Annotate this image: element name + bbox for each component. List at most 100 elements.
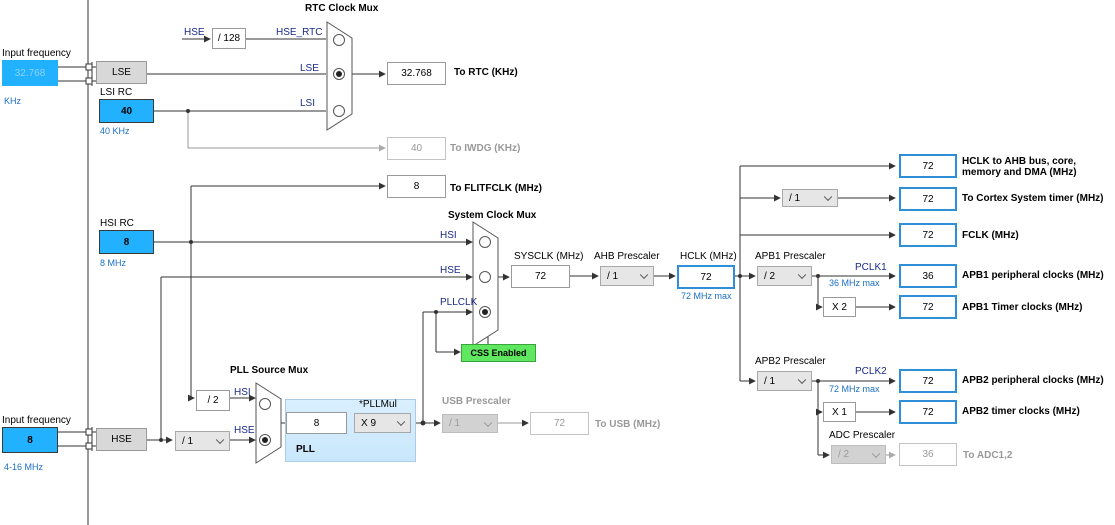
apb1-prescaler-label: APB1 Prescaler — [755, 251, 826, 262]
output-apb1-periph-value[interactable]: 36 — [899, 264, 957, 288]
rtc-mux-radio-hse[interactable] — [333, 34, 345, 46]
to-rtc-value: 32.768 — [387, 62, 446, 85]
cortex-timer-divider-select[interactable]: / 1 — [782, 189, 838, 207]
hsi-div2-box: / 2 — [196, 390, 230, 411]
chevron-down-icon — [797, 375, 807, 385]
sysclk-value: 72 — [511, 265, 570, 288]
apb1-prescaler-select[interactable]: / 2 — [757, 266, 812, 286]
rtc-lsi-label: LSI — [300, 98, 316, 109]
pll-mul-select[interactable]: X 9 — [354, 413, 411, 433]
rtc-mux-radio-lse[interactable] — [333, 68, 345, 80]
output-apb1-periph-label: APB1 peripheral clocks (MHz) — [962, 270, 1104, 281]
input-frequency-top-label: Input frequency — [2, 48, 71, 59]
pll-label: PLL — [296, 444, 315, 455]
output-hclk-value[interactable]: 72 — [899, 154, 957, 178]
chevron-down-icon — [797, 270, 807, 280]
hsi-value: 8 — [99, 230, 154, 254]
output-apb2-periph-value[interactable]: 72 — [899, 369, 957, 393]
chevron-down-icon — [215, 435, 225, 445]
output-apb1-timer-value[interactable]: 72 — [899, 295, 957, 319]
input-frequency-bottom-field[interactable]: 8 — [2, 427, 58, 453]
sysclk-label: SYSCLK (MHz) — [514, 251, 584, 262]
apb1-prescaler-value: / 2 — [764, 270, 776, 282]
pll-src-mux-title: PLL Source Mux — [230, 365, 309, 376]
sysclk-mux-hsi-label: HSI — [440, 230, 457, 241]
rtc-lse-label: LSE — [300, 63, 319, 74]
pll-mul-label: *PLLMul — [359, 399, 397, 410]
pclk2-label: PCLK2 — [855, 366, 887, 377]
hse-prediv-select[interactable]: / 1 — [175, 431, 230, 451]
rtc-hse-rtc-label: HSE_RTC — [276, 27, 323, 38]
cortex-timer-divider-value: / 1 — [789, 192, 801, 204]
usb-output-value: 72 — [530, 412, 589, 435]
chevron-down-icon — [483, 418, 493, 427]
rtc-mux-radio-lsi[interactable] — [333, 105, 345, 117]
pll-input-value: 8 — [286, 412, 347, 434]
pll-src-hse-label: HSE — [234, 425, 255, 436]
chevron-down-icon — [639, 270, 649, 280]
hse-div128-box: / 128 — [212, 28, 246, 49]
output-cortex-value[interactable]: 72 — [899, 187, 957, 211]
apb2-timer-multiplier: X 1 — [823, 402, 856, 422]
to-iwdg-label: To IWDG (KHz) — [450, 143, 521, 154]
to-rtc-label: To RTC (KHz) — [454, 67, 518, 78]
usb-prescaler-label: USB Prescaler — [442, 396, 511, 407]
to-flitf-value: 8 — [387, 175, 446, 198]
hse-source-button[interactable]: HSE — [96, 428, 147, 451]
output-apb2-timer-value[interactable]: 72 — [899, 400, 957, 424]
adc-output-label: To ADC1,2 — [963, 450, 1013, 461]
css-enabled-button[interactable]: CSS Enabled — [461, 344, 536, 362]
hsi-title: HSI RC — [100, 218, 134, 229]
apb1-timer-multiplier: X 2 — [823, 297, 856, 317]
apb2-prescaler-value: / 1 — [764, 375, 776, 387]
to-flitf-label: To FLITFCLK (MHz) — [450, 183, 543, 194]
lse-source-button[interactable]: LSE — [96, 61, 147, 84]
adc-output-value: 36 — [899, 443, 957, 466]
hse-prediv-value: / 1 — [182, 435, 194, 447]
output-hclk-label: HCLK to AHB bus, core, memory and DMA (M… — [962, 156, 1092, 178]
apb2-max: 72 MHz max — [829, 384, 880, 394]
sysclk-mux-title: System Clock Mux — [448, 210, 537, 221]
rtc-mux-title: RTC Clock Mux — [305, 3, 379, 14]
rtc-hse-label: HSE — [184, 27, 205, 38]
adc-prescaler-label: ADC Prescaler — [829, 430, 896, 441]
apb1-max: 36 MHz max — [829, 278, 880, 288]
hclk-value-field[interactable]: 72 — [677, 265, 735, 289]
pll-src-radio-hsi[interactable] — [259, 398, 271, 410]
apb2-prescaler-label: APB2 Prescaler — [755, 356, 826, 367]
output-fclk-value[interactable]: 72 — [899, 223, 957, 247]
sysclk-mux-radio-pllclk[interactable] — [479, 306, 491, 318]
input-frequency-bottom-label: Input frequency — [2, 415, 71, 426]
pll-src-hsi-label: HSI — [234, 387, 251, 398]
usb-prescaler-select[interactable]: / 1 — [442, 414, 498, 433]
output-apb2-timer-label: APB2 timer clocks (MHz) — [962, 406, 1080, 417]
input-frequency-top-field[interactable]: 32.768 — [2, 60, 58, 86]
output-apb1-timer-label: APB1 Timer clocks (MHz) — [962, 302, 1083, 313]
output-apb2-periph-label: APB2 peripheral clocks (MHz) — [962, 375, 1104, 386]
chevron-down-icon — [823, 192, 833, 202]
usb-prescaler-value: / 1 — [449, 418, 461, 429]
output-fclk-label: FCLK (MHz) — [962, 230, 1019, 241]
ahb-prescaler-value: / 1 — [607, 270, 619, 282]
pll-src-radio-hse[interactable] — [259, 434, 271, 446]
hsi-freq: 8 MHz — [100, 258, 127, 268]
input-frequency-bottom-range: 4-16 MHz — [4, 462, 44, 472]
usb-output-label: To USB (MHz) — [595, 419, 661, 430]
pclk1-label: PCLK1 — [855, 262, 887, 273]
input-frequency-top-unit: KHz — [4, 96, 22, 106]
adc-prescaler-select[interactable]: / 2 — [831, 445, 886, 464]
pll-mul-value: X 9 — [361, 417, 377, 429]
to-iwdg-value: 40 — [387, 137, 446, 160]
hclk-label: HCLK (MHz) — [680, 251, 737, 262]
ahb-prescaler-select[interactable]: / 1 — [600, 266, 654, 286]
sysclk-mux-hse-label: HSE — [440, 265, 461, 276]
apb2-prescaler-select[interactable]: / 1 — [757, 371, 812, 391]
lsi-freq: 40 KHz — [100, 126, 130, 136]
chevron-down-icon — [871, 449, 881, 458]
sysclk-mux-radio-hsi[interactable] — [479, 236, 491, 248]
sysclk-mux-radio-hse[interactable] — [479, 271, 491, 283]
ahb-prescaler-label: AHB Prescaler — [594, 251, 660, 262]
adc-prescaler-value: / 2 — [838, 449, 850, 460]
lsi-title: LSI RC — [100, 87, 133, 98]
output-cortex-label: To Cortex System timer (MHz) — [962, 193, 1104, 204]
